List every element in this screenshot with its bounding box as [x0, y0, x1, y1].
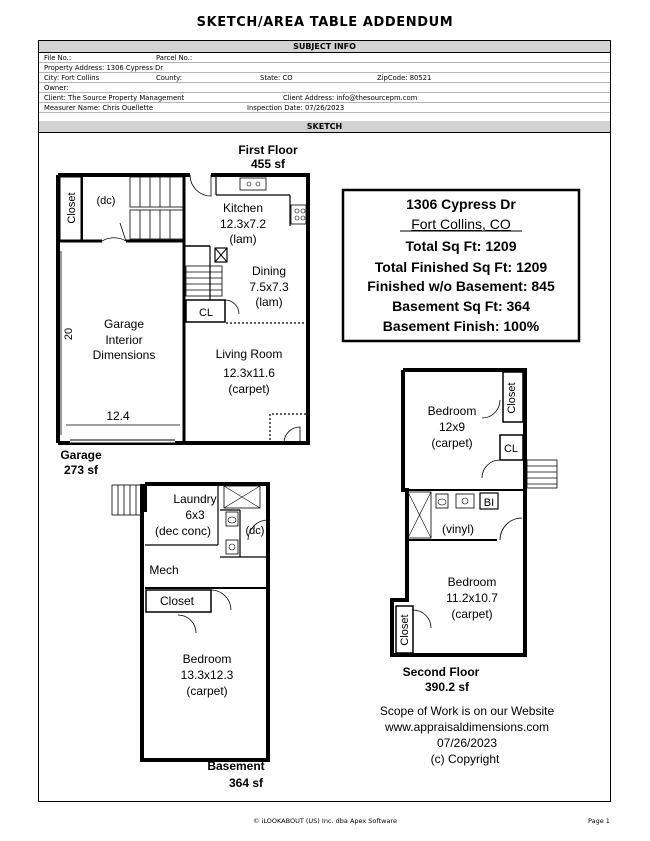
garage-label-line3: Dimensions: [93, 348, 156, 362]
second-bedroom2-dims: 11.2x10.7: [446, 591, 498, 605]
kitchen-floor: (lam): [229, 232, 256, 246]
info-row-file: File No.: Parcel No.:: [39, 53, 610, 63]
file-no: File No.:: [44, 54, 72, 62]
property-address: Property Address: 1306 Cypress Dr: [44, 64, 164, 72]
basement-area: 364 sf: [229, 776, 264, 790]
info-row-owner: Owner:: [39, 83, 610, 93]
dining-dims: 7.5x7.3: [249, 280, 289, 294]
laundry-name: Laundry: [173, 492, 216, 506]
second-bedroom1-name: Bedroom: [428, 404, 477, 418]
mech-label: Mech: [149, 563, 178, 577]
summary-address-line1: 1306 Cypress Dr: [406, 196, 516, 212]
website-note-line3: 07/26/2023: [437, 736, 497, 750]
second-bedroom1-dims: 12x9: [439, 420, 465, 434]
summary-total-sqft: Total Sq Ft: 1209: [406, 238, 517, 254]
state: State: CO: [260, 74, 293, 82]
inspection-date: Inspection Date: 07/26/2023: [247, 104, 345, 112]
laundry-floor: (dec conc): [155, 524, 211, 538]
basement-bedroom-dims: 13.3x12.3: [181, 668, 234, 682]
subject-info-header: SUBJECT INFO: [39, 41, 610, 53]
basement-bedroom-floor: (carpet): [186, 684, 227, 698]
garage-label-line2: Interior: [105, 333, 142, 347]
garage-dim-horizontal: 12.4: [106, 409, 130, 423]
living-room-dims: 12.3x11.6: [223, 366, 275, 380]
owner: Owner:: [44, 84, 69, 92]
first-floor-cl: CL: [199, 307, 213, 319]
second-floor-plan: Closet CL Bedroom 12x9 (carpet) BI (viny…: [390, 368, 558, 694]
basement-closet: Closet: [160, 594, 195, 608]
website-note-line4: (c) Copyright: [431, 752, 500, 766]
basement-plan: Laundry 6x3 (dec conc) (dc) Mech Closet …: [111, 482, 270, 790]
second-floor-closet1: Closet: [506, 382, 518, 413]
second-floor-closet2: Closet: [399, 614, 411, 645]
summary-box: 1306 Cypress Dr Fort Collins, CO Total S…: [341, 188, 581, 343]
garage-label-line1: Garage: [104, 317, 144, 331]
garage-dim-vertical: 20: [63, 328, 75, 340]
stairs-to-basement: [185, 265, 223, 297]
website-note: Scope of Work is on our Website www.appr…: [380, 704, 555, 766]
summary-total-finished: Total Finished Sq Ft: 1209: [375, 259, 548, 275]
client-address: Client Address: info@thesourcepm.com: [283, 94, 418, 102]
second-floor-cl: CL: [504, 443, 518, 455]
first-floor-dc: (dc): [97, 195, 116, 207]
living-room-name: Living Room: [216, 347, 283, 361]
garage-area: 273 sf: [64, 463, 99, 477]
summary-address-line2: Fort Collins, CO: [411, 216, 511, 232]
website-note-line1: Scope of Work is on our Website: [380, 704, 555, 718]
second-floor-bi: BI: [484, 497, 494, 509]
second-bedroom2-name: Bedroom: [448, 575, 497, 589]
first-floor-plan: First Floor 455 sf Closet (dc): [56, 143, 310, 477]
dining-floor: (lam): [255, 295, 282, 309]
laundry-dims: 6x3: [185, 508, 205, 522]
document-title: SKETCH/AREA TABLE ADDENDUM: [196, 15, 454, 30]
info-row-city: City: Fort Collins County: State: CO Zip…: [39, 73, 610, 83]
basement-dc: (dc): [246, 525, 265, 537]
second-bedroom1-floor: (carpet): [431, 436, 472, 450]
measurer-name: Measurer Name: Chris Ouellette: [44, 104, 154, 112]
footer-page: Page 1: [588, 817, 610, 825]
stairs-basement: [111, 484, 143, 516]
first-floor-area: 455 sf: [251, 157, 286, 171]
client: Client: The Source Property Management: [44, 94, 185, 102]
sketch-header: SKETCH: [39, 121, 610, 133]
basement-bedroom-name: Bedroom: [183, 652, 232, 666]
second-floor-area: 390.2 sf: [425, 680, 470, 694]
stairs-second-floor: [526, 459, 558, 489]
garage-title: Garage: [60, 448, 102, 462]
city: City: Fort Collins: [44, 74, 100, 82]
footer-copyright: © iLOOKABOUT (US) Inc. dba Apex Software: [253, 817, 397, 825]
info-row-measurer: Measurer Name: Chris Ouellette Inspectio…: [39, 103, 610, 113]
zipcode: ZipCode: 80521: [377, 74, 432, 82]
living-room-floor: (carpet): [228, 382, 269, 396]
dining-name: Dining: [252, 264, 286, 278]
second-bedroom2-floor: (carpet): [451, 607, 492, 621]
first-floor-title: First Floor: [238, 143, 298, 157]
addendum-frame: [38, 40, 611, 802]
county: County:: [156, 74, 183, 82]
stairs-first-floor: [129, 176, 185, 240]
second-floor-title: Second Floor: [403, 665, 480, 679]
first-floor-closet: Closet: [66, 192, 78, 223]
summary-basement-sqft: Basement Sq Ft: 364: [392, 298, 530, 314]
kitchen-name: Kitchen: [223, 201, 263, 215]
basement-title: Basement: [207, 759, 264, 773]
info-row-client: Client: The Source Property Management C…: [39, 93, 610, 103]
summary-basement-finish: Basement Finish: 100%: [383, 318, 540, 334]
kitchen-dims: 12.3x7.2: [220, 217, 266, 231]
website-note-line2: www.appraisaldimensions.com: [384, 720, 549, 734]
second-floor-vinyl: (vinyl): [442, 522, 474, 536]
info-row-address: Property Address: 1306 Cypress Dr: [39, 63, 610, 73]
summary-finished-wo-basement: Finished w/o Basement: 845: [367, 278, 555, 294]
parcel-no: Parcel No.:: [156, 54, 193, 62]
